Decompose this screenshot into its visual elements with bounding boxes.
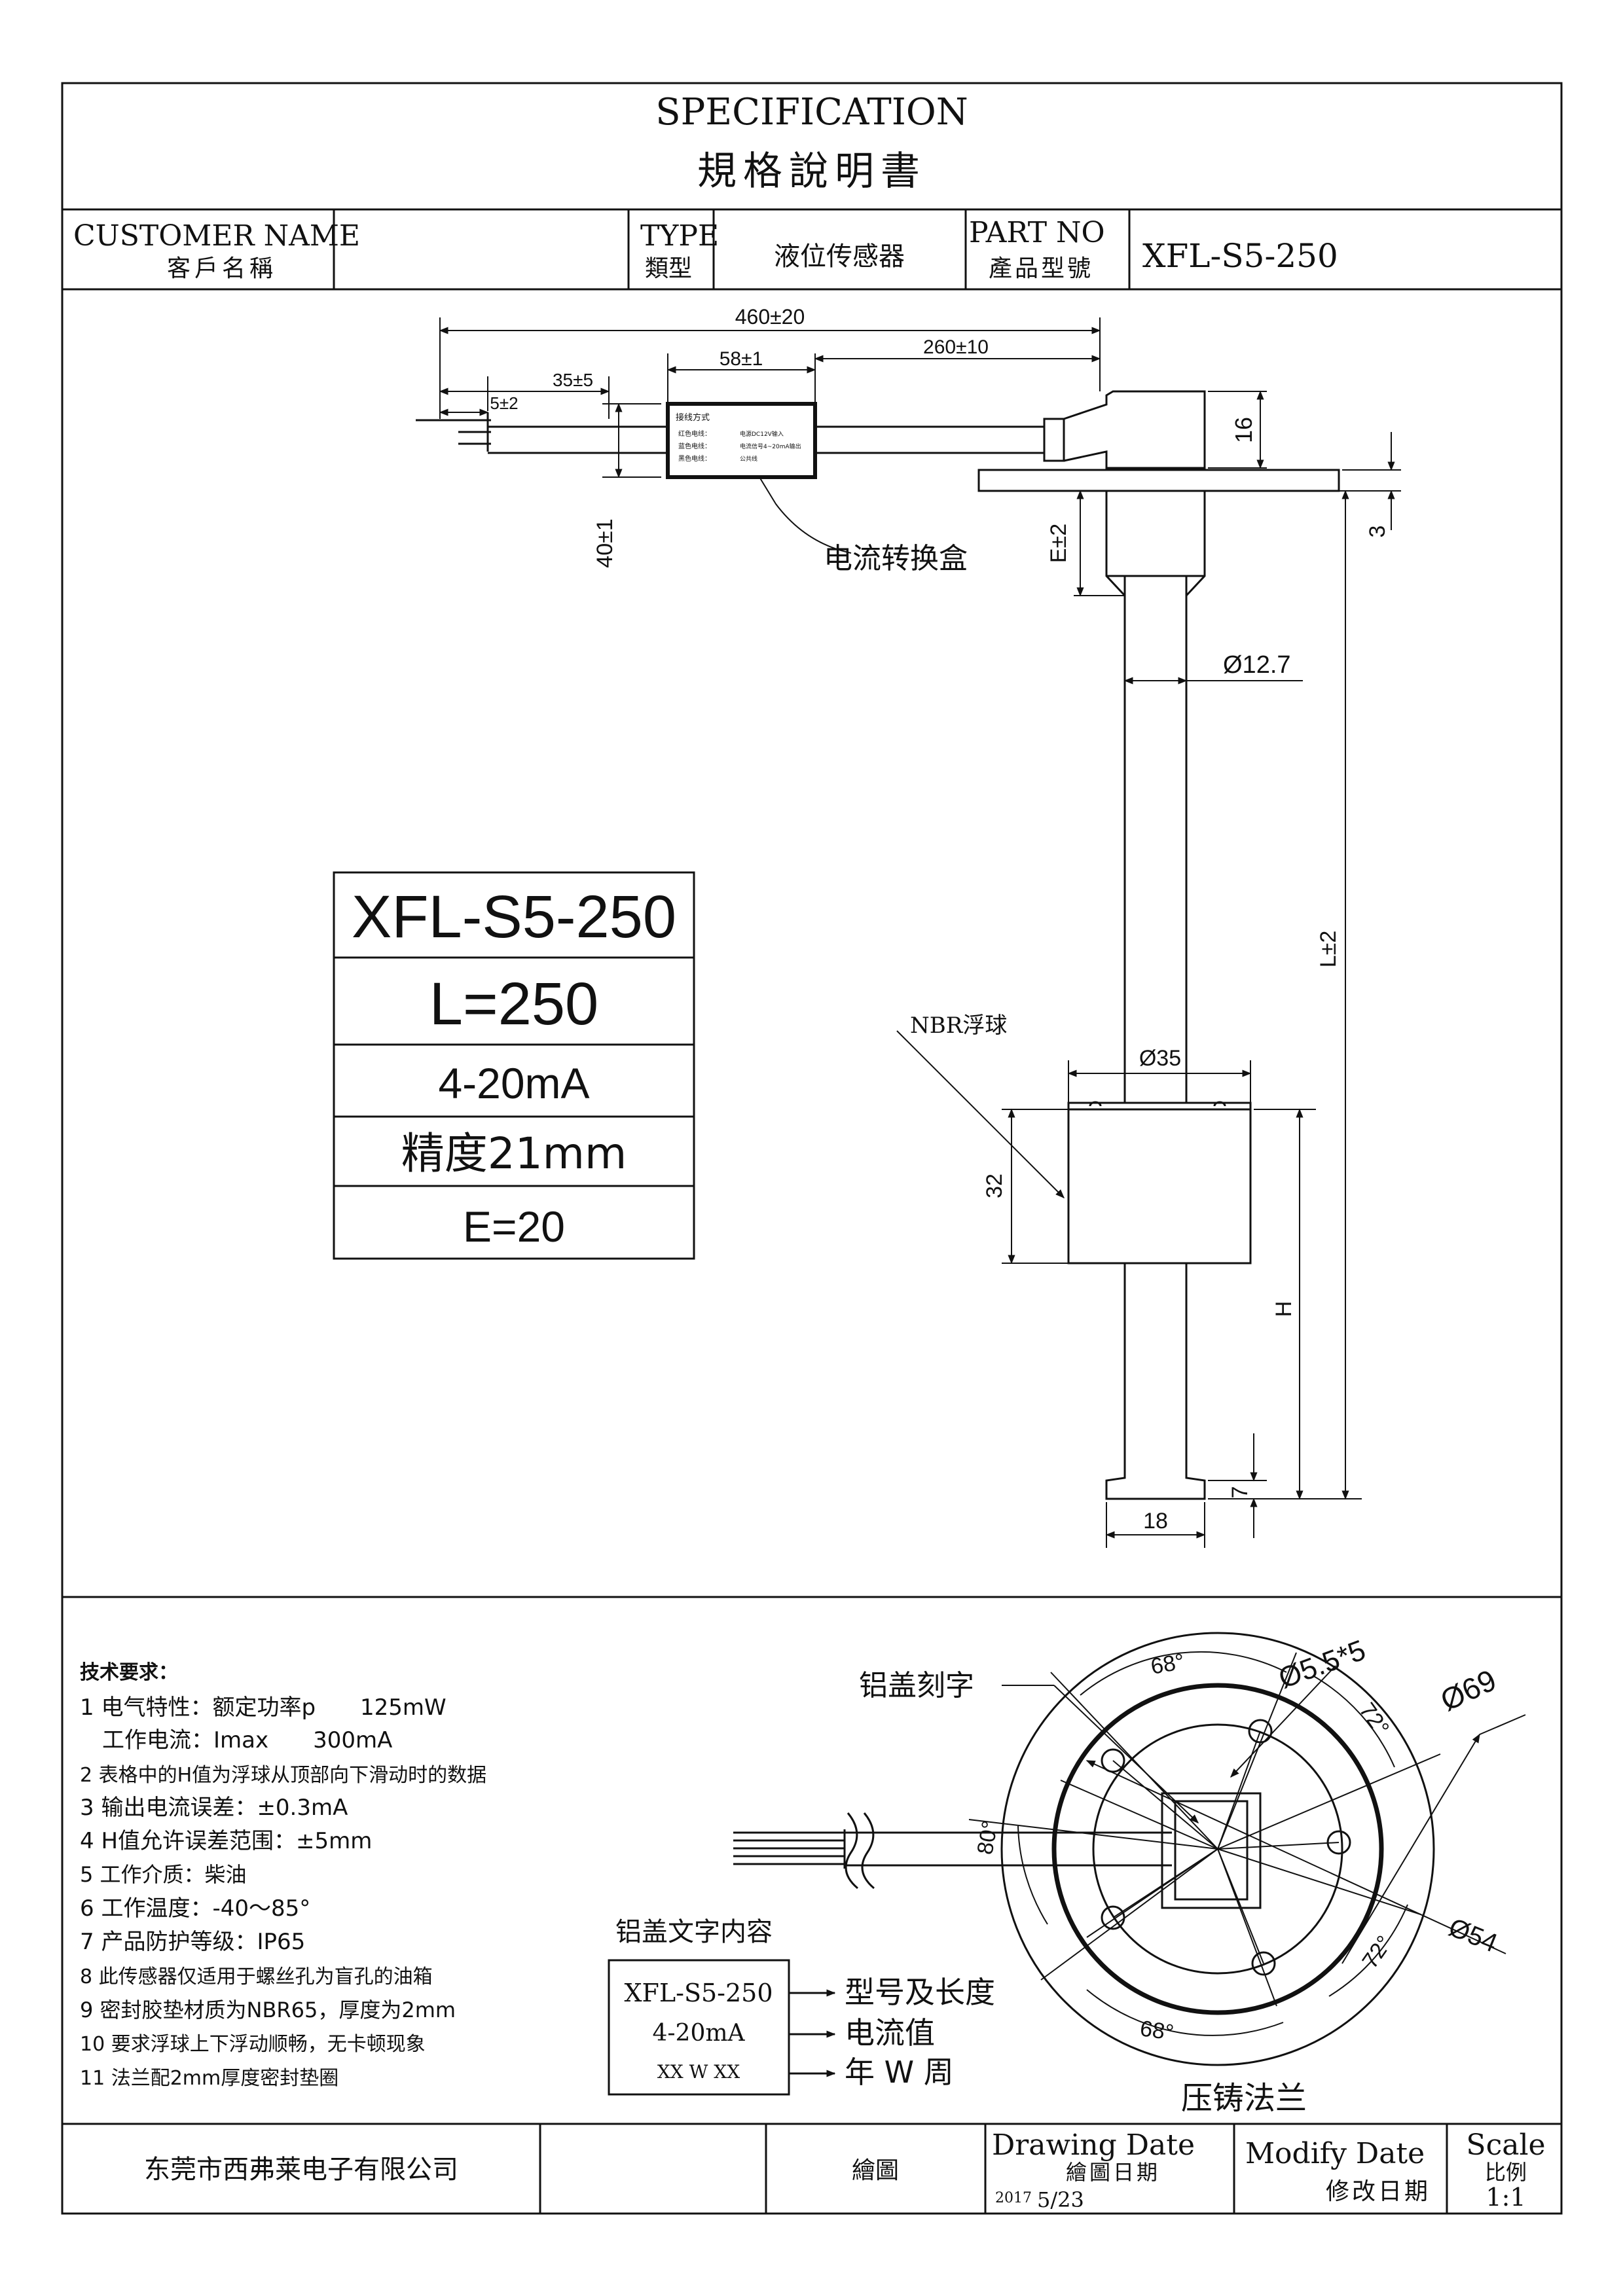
dim-h: H [1271,1301,1296,1318]
label-line-current: 4-20mA [652,2020,745,2047]
dim-18: 18 [1143,1509,1168,1534]
part-value: XFL-S5-250 [1142,237,1338,275]
tech-item-10: 10 要求浮球上下浮动顺畅，无卡顿现象 [80,2033,426,2056]
label-meaning-model: 型号及长度 [845,1975,995,2010]
float-callout: NBR浮球 [910,1013,1007,1039]
tech-item-3: 3 输出电流误差：±0.3mA [80,1795,348,1821]
label-line-model: XFL-S5-250 [624,1979,773,2007]
tech-item-1: 1 电气特性：额定功率p 125mW [80,1695,447,1721]
angle-80: 80° [972,1819,1002,1856]
tech-item-8: 8 此传感器仅适用于螺丝孔为盲孔的油箱 [80,1965,433,1988]
float [1067,1102,1252,1265]
label-content: 铝盖文字内容 XFL-S5-250 4-20mA XX W XX 型号及长度 电… [608,1917,995,2096]
scale-en: Scale [1466,2128,1545,2162]
customer-label-en: CUSTOMER NAME [73,219,360,253]
label-meaning-current: 电流值 [845,2015,935,2051]
dim-flange-54: Ø54 [1445,1913,1502,1958]
converter-box [666,402,817,479]
scale-zh: 比例 [1485,2160,1527,2185]
converter-box-value-2: 电流信号4~20mA输出 [740,442,801,450]
dim-hole-pattern: Ø5.5*5 [1275,1634,1370,1695]
dim-5: 5±2 [490,393,518,413]
type-label-en: TYPE [640,219,719,253]
label-content-heading: 铝盖文字内容 [615,1917,773,1947]
drawing-date-md: 5/23 [1037,2187,1084,2212]
dim-32: 32 [982,1174,1007,1198]
dim-e: E±2 [1046,524,1071,563]
angle-68-bottom: 68° [1139,2016,1175,2045]
engrave-callout: 铝盖刻字 [859,1669,974,1702]
spec-table [333,871,695,1260]
drawing-date-year: 2017 [995,2190,1032,2206]
converter-box-value-3: 公共线 [740,455,757,463]
converter-box-line-3: 黑色电线： [678,454,711,463]
drawing-date-en: Drawing Date [992,2128,1195,2162]
tech-heading: 技术要求： [80,1661,178,1684]
spec-table-current: 4-20mA [438,1059,589,1107]
flange-caption: 压铸法兰 [1181,2080,1307,2117]
dim-7: 7 [1228,1486,1252,1499]
converter-box-value-1: 电源DC12V输入 [740,430,784,438]
customer-label-zh: 客戶名稱 [167,255,277,282]
dim-40: 40±1 [593,518,617,567]
modify-date-en: Modify Date [1245,2137,1425,2170]
tech-item-2: 2 表格中的H值为浮球从顶部向下滑动时的数据 [80,1764,486,1787]
scale-value: 1:1 [1486,2183,1525,2212]
dim-58: 58±1 [720,348,763,370]
tech-item-1b: 工作电流：Imax 300mA [80,1727,392,1753]
tech-item-6: 6 工作温度：-40～85° [80,1895,310,1922]
dim-flange-69: Ø69 [1435,1662,1501,1717]
type-label-zh: 類型 [645,255,692,282]
title-en: SPECIFICATION [655,91,968,134]
converter-box-line-1: 红色电线： [678,429,711,438]
label-meaning-date: 年 W 周 [845,2054,954,2090]
dim-3: 3 [1365,526,1390,538]
part-label-en: PART NO [969,216,1105,249]
spec-table-e: E=20 [463,1202,565,1251]
title-zh: 規格說明書 [697,149,926,194]
type-value: 液位传感器 [774,242,905,272]
tech-item-9: 9 密封胶垫材质为NBR65，厚度为2mm [80,1998,456,2022]
drawing-date-zh: 繪圖日期 [1066,2160,1160,2185]
part-label-zh: 產品型號 [989,255,1093,282]
tech-item-7: 7 产品防护等级：IP65 [80,1929,305,1955]
sensor-side-view: 接线方式 红色电线： 蓝色电线： 黑色电线： 电源DC12V输入 电流信号4~2… [416,305,1401,1548]
company-name: 东莞市西弗莱电子有限公司 [144,2155,458,2185]
angle-72-bottom: 72° [1357,1931,1397,1973]
dim-260: 260±10 [923,336,989,358]
tech-requirements: 技术要求： 1 电气特性：额定功率p 125mW 工作电流：Imax 300mA… [80,1661,486,2090]
tech-item-4: 4 H值允许误差范围：±5mm [80,1828,372,1854]
converter-box-title: 接线方式 [676,412,710,423]
draw-label: 繪圖 [852,2157,899,2184]
dim-35: 35±5 [553,370,593,390]
spec-table-model: XFL-S5-250 [352,884,676,950]
dim-total-length: 460±20 [735,305,805,329]
dim-float-diameter: Ø35 [1139,1046,1181,1071]
dim-tube-diameter: Ø12.7 [1223,651,1291,679]
modify-date-zh: 修改日期 [1326,2178,1431,2205]
tech-item-5: 5 工作介质：柴油 [80,1862,247,1887]
tech-item-11: 11 法兰配2mm厚度密封垫圈 [80,2067,338,2090]
label-line-date: XX W XX [657,2061,740,2083]
converter-box-callout: 电流转换盒 [824,542,968,575]
converter-box-line-2: 蓝色电线： [678,442,711,450]
angle-72-right: 72° [1354,1698,1394,1740]
spec-table-accuracy: 精度21mm [401,1128,627,1179]
spec-table-length: L=250 [429,971,598,1037]
angle-68-top: 68° [1149,1649,1186,1679]
sheet-frame [61,82,1563,2215]
dim-l: L±2 [1316,931,1341,967]
dim-16: 16 [1230,417,1257,443]
